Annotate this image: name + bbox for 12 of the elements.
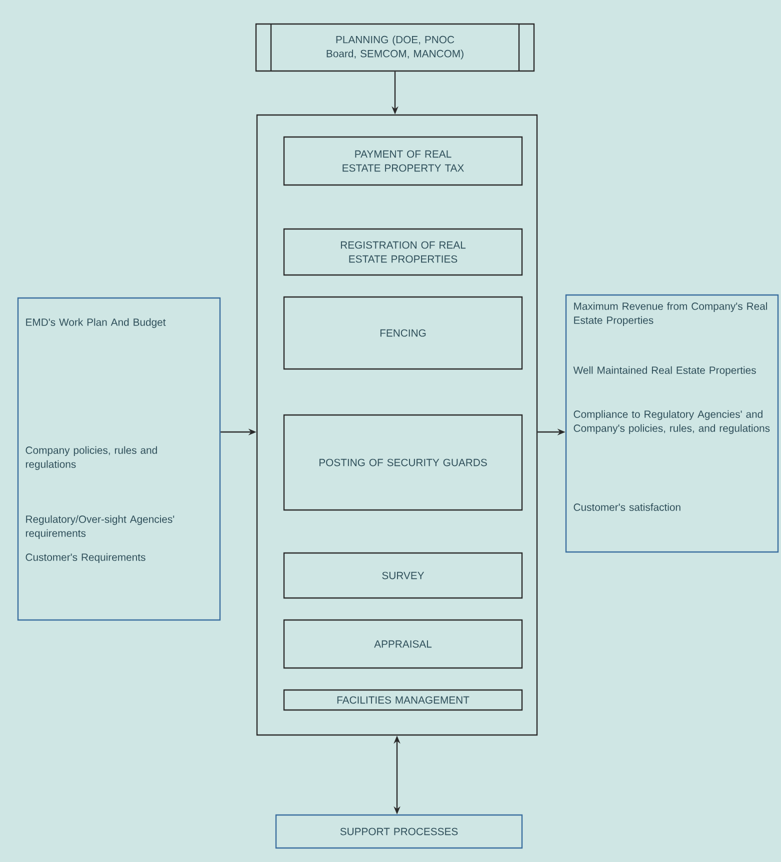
process-box: FACILITIES MANAGEMENT	[283, 689, 523, 711]
process-container	[256, 114, 538, 736]
support-box: SUPPORT PROCESSES	[275, 814, 523, 849]
process-box: APPRAISAL	[283, 619, 523, 669]
planning-box: PLANNING (DOE, PNOC Board, SEMCOM, MANCOM)	[255, 23, 535, 72]
process-box: PAYMENT OF REAL ESTATE PROPERTY TAX	[283, 136, 523, 186]
process-box: POSTING OF SECURITY GUARDS	[283, 414, 523, 511]
process-box: REGISTRATION OF REAL ESTATE PROPERTIES	[283, 228, 523, 276]
input-box: EMD's Work Plan And Budget Company policies, rules and regulations Regulatory/Over-sight Agencies' requirements Customer's Requirements	[17, 297, 221, 621]
output-box: Maximum Revenue from Company's Real Estate Properties Well Maintained Real Estate Properties Compliance to Regulatory Agencies' and Company's policies, rules, and regulations Customer's satisfaction	[565, 294, 779, 553]
process-box: FENCING	[283, 296, 523, 370]
process-box: SURVEY	[283, 552, 523, 599]
